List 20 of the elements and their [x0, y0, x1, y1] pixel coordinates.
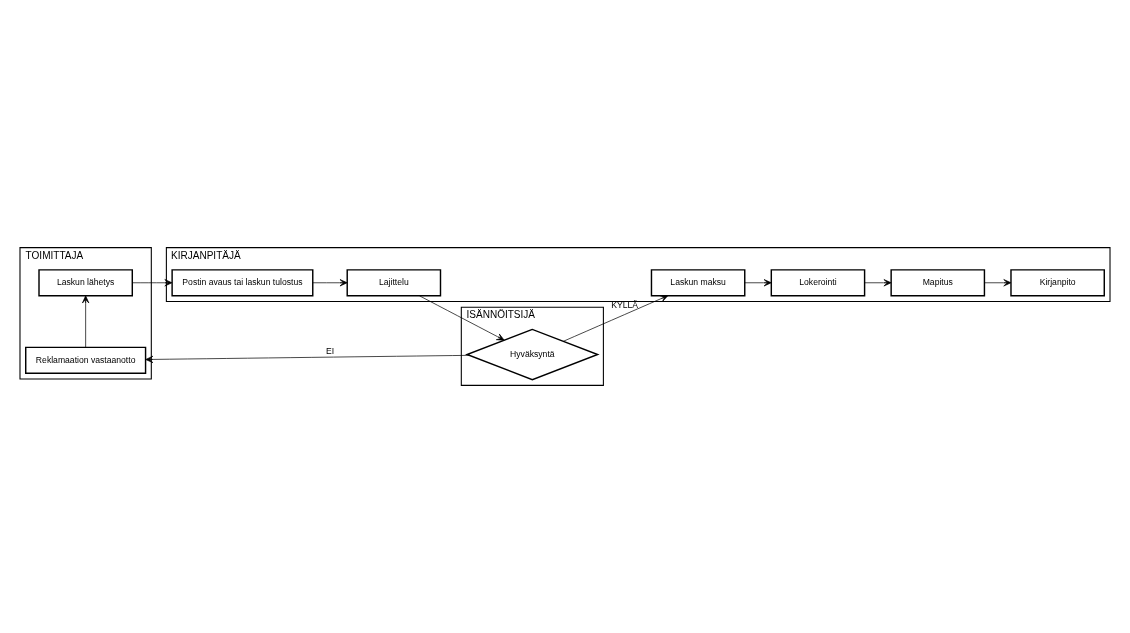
arrow — [82, 295, 90, 348]
node-box: Reklamaation vastaanotto — [25, 346, 147, 374]
node-box: Lajittelu — [346, 269, 442, 297]
arrow — [132, 279, 173, 287]
arrow — [563, 295, 669, 342]
arrow — [984, 279, 1012, 287]
arrow — [145, 354, 470, 363]
arrow — [419, 295, 505, 341]
node-box: Postin avaus tai laskun tulostus — [171, 269, 314, 297]
edge-label: EI — [325, 346, 335, 357]
node-box: Mapitus — [890, 269, 986, 297]
edge-label: KYLLÄ — [611, 300, 638, 311]
node-box: Laskun lähetys — [38, 269, 133, 297]
arrow — [744, 279, 772, 287]
node-box: Kirjanpito — [1010, 269, 1105, 297]
arrow — [864, 279, 892, 287]
node-diamond: Hyväksyntä — [465, 328, 600, 381]
node-box: Laskun maksu — [650, 269, 746, 297]
arrow — [312, 279, 348, 287]
node-box: Lokerointi — [770, 269, 866, 297]
